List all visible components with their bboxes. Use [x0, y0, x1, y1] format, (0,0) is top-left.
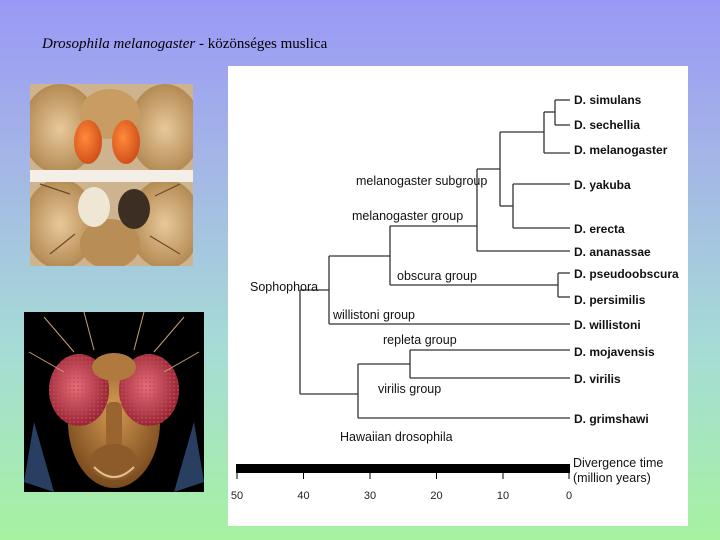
- group-label-sophophora: Sophophora: [250, 280, 318, 294]
- group-label-obscura-group: obscura group: [397, 269, 477, 283]
- photo-eye-mutants: [30, 84, 193, 266]
- time-axis: 50 40 30 20 10 0 Divergence time (millio…: [231, 456, 663, 502]
- species-labels: D. simulans D. sechellia D. melanogaster…: [574, 93, 679, 426]
- tree-branches: [300, 100, 570, 418]
- species-label: D. sechellia: [574, 118, 640, 132]
- species-label: D. yakuba: [574, 178, 631, 192]
- photo-fly-head: [24, 312, 204, 492]
- axis-tick-label: 20: [430, 490, 442, 502]
- axis-unit: (million years): [573, 471, 651, 485]
- species-label: D. virilis: [574, 372, 621, 386]
- title-species-name: Drosophila melanogaster: [42, 36, 195, 52]
- species-label: D. ananassae: [574, 245, 651, 259]
- group-label-repleta-group: repleta group: [383, 333, 457, 347]
- slide-title: Drosophila melanogaster - közönséges mus…: [42, 36, 327, 53]
- group-label-melanogaster-subgroup: melanogaster subgroup: [356, 174, 487, 188]
- axis-tick-label: 0: [566, 490, 572, 502]
- species-label: D. willistoni: [574, 318, 641, 332]
- group-labels: melanogaster subgroup melanogaster group…: [250, 174, 487, 444]
- species-label: D. grimshawi: [574, 412, 649, 426]
- axis-tick-label: 10: [497, 490, 509, 502]
- phylogeny-panel: D. simulans D. sechellia D. melanogaster…: [228, 66, 688, 526]
- species-label: D. pseudoobscura: [574, 267, 679, 281]
- species-label: D. simulans: [574, 93, 642, 107]
- group-label-hawaiian: Hawaiian drosophila: [340, 430, 453, 444]
- group-label-virilis-group: virilis group: [378, 382, 441, 396]
- axis-tick-label: 30: [364, 490, 376, 502]
- species-label: D. erecta: [574, 222, 625, 236]
- species-label: D. melanogaster: [574, 143, 668, 157]
- title-common-name: - közönséges muslica: [195, 36, 327, 52]
- species-label: D. mojavensis: [574, 345, 655, 359]
- group-label-willistoni-group: willistoni group: [332, 308, 415, 322]
- axis-tick-label: 40: [297, 490, 309, 502]
- species-label: D. persimilis: [574, 293, 646, 307]
- axis-tick-label: 50: [231, 490, 243, 502]
- group-label-melanogaster-group: melanogaster group: [352, 209, 463, 223]
- time-scale-bar: [236, 464, 570, 473]
- axis-title: Divergence time: [573, 456, 663, 470]
